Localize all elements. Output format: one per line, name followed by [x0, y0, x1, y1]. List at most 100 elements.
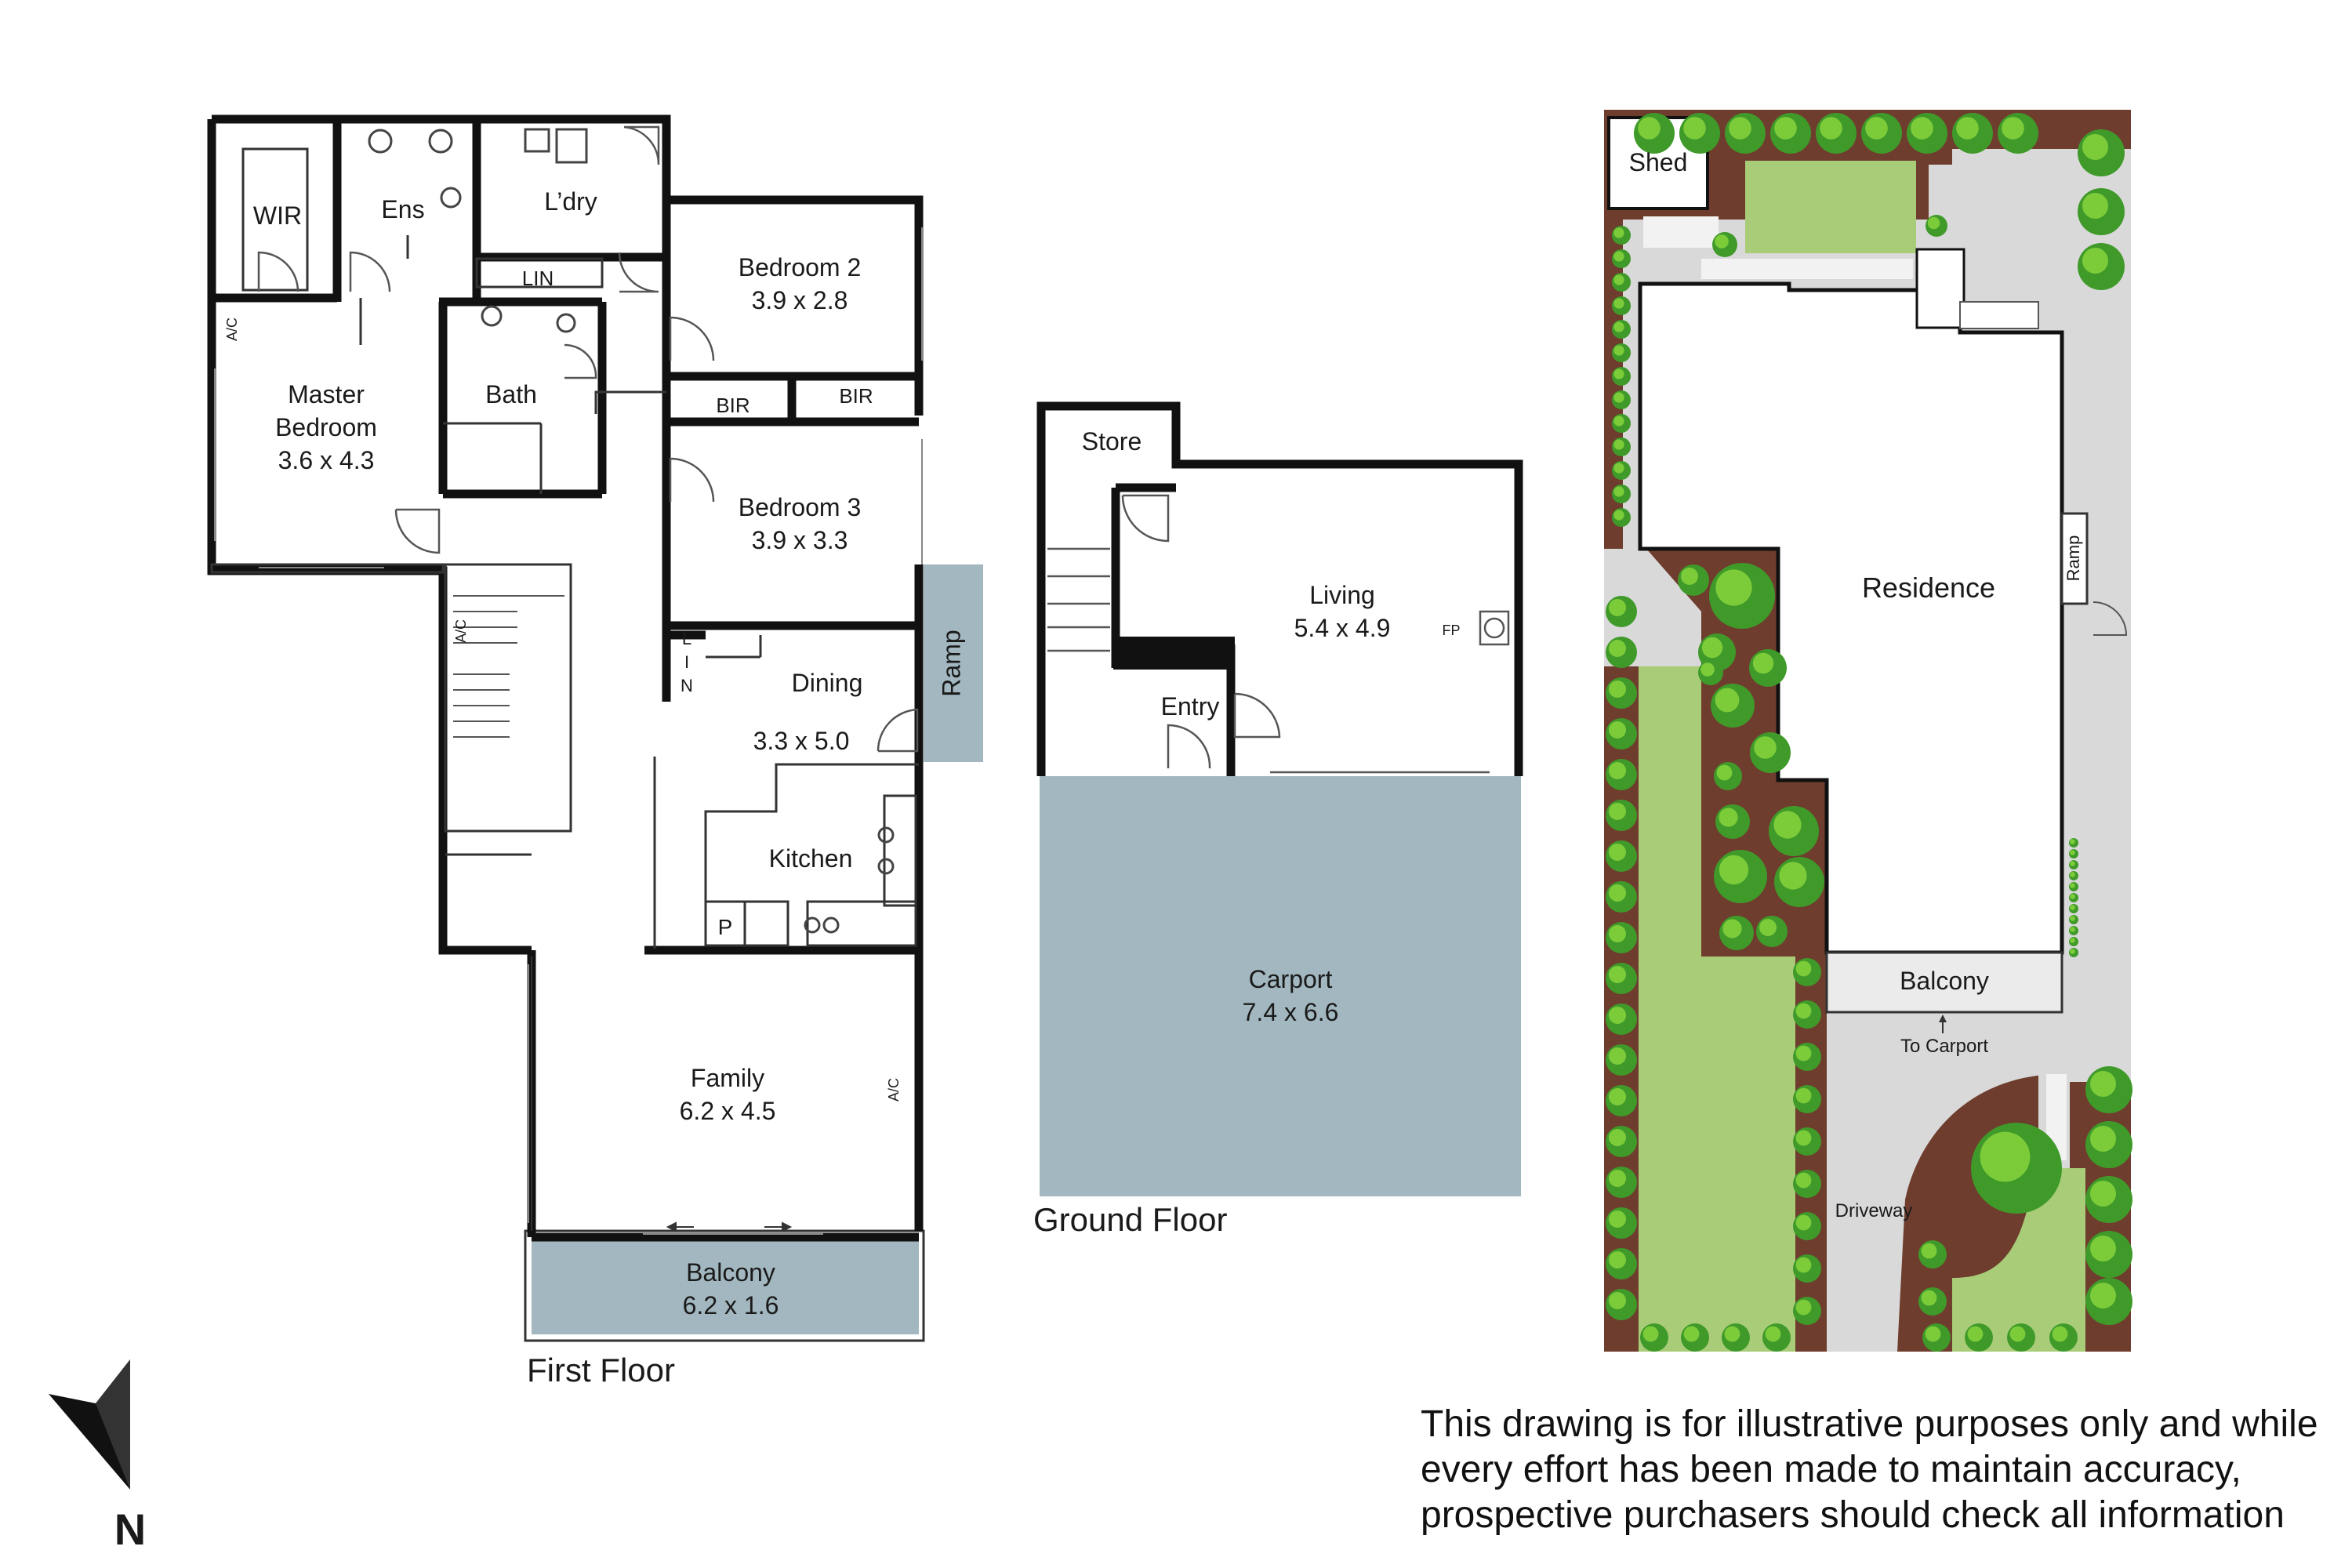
- north-arrow-icon: N: [49, 1359, 146, 1554]
- ramp-area: [924, 564, 983, 762]
- tree-icon: [1793, 958, 1821, 986]
- compass-label: N: [114, 1504, 146, 1554]
- first-floor-walls: [207, 114, 924, 1242]
- room-label-pantry: P: [718, 915, 733, 939]
- tree-icon: [2069, 849, 2078, 858]
- tree-icon: [1606, 596, 1637, 627]
- ac-label-family: A/C: [886, 1078, 902, 1102]
- tree-icon: [1698, 660, 1723, 685]
- tree-icon: [1770, 113, 1811, 154]
- linen-letter-1: L: [682, 629, 691, 648]
- tree-icon: [1606, 677, 1637, 709]
- tree-icon: [1612, 226, 1631, 245]
- tree-icon: [1769, 806, 1819, 856]
- tree-icon: [2085, 1231, 2132, 1278]
- tree-icon: [1793, 1297, 1821, 1325]
- tree-icon: [1612, 437, 1631, 456]
- tree-icon: [2049, 1323, 2078, 1352]
- tree-icon: [1606, 1207, 1637, 1239]
- room-label-carport: Carport: [1249, 965, 1333, 993]
- room-label-kitchen: Kitchen: [769, 844, 853, 873]
- tree-icon: [2069, 860, 2078, 869]
- tree-icon: [1926, 215, 1947, 237]
- tree-icon: [1762, 1323, 1791, 1352]
- tree-icon: [1793, 1043, 1821, 1071]
- room-label-ens: Ens: [381, 195, 424, 223]
- tree-icon: [1606, 759, 1637, 790]
- tree-icon: [1719, 916, 1754, 950]
- tree-icon: [1606, 1248, 1637, 1279]
- tree-icon: [1612, 390, 1631, 409]
- room-size-dining: 3.3 x 5.0: [753, 727, 850, 755]
- carport-area: [1040, 776, 1521, 1196]
- site-label-residence: Residence: [1862, 572, 1995, 604]
- tree-icon: [2069, 882, 2078, 891]
- tree-icon: [1606, 637, 1637, 668]
- tree-icon: [1722, 1323, 1750, 1352]
- linen-letter-2: I: [684, 652, 689, 672]
- tree-icon: [1679, 113, 1720, 154]
- tree-icon: [2069, 926, 2078, 935]
- tree-icon: [2085, 1278, 2132, 1325]
- room-label-laundry: L’dry: [544, 187, 597, 216]
- tree-icon: [1612, 461, 1631, 480]
- room-label-bath: Bath: [485, 380, 537, 408]
- tree-icon: [1606, 1126, 1637, 1157]
- tree-icon: [1606, 718, 1637, 750]
- first-floor-title: First Floor: [527, 1352, 675, 1388]
- tree-icon: [1793, 1085, 1821, 1113]
- tree-icon: [1678, 564, 1709, 596]
- tree-icon: [1793, 1254, 1821, 1283]
- tree-icon: [1612, 249, 1631, 268]
- room-label-bir-b: BIR: [839, 384, 873, 408]
- tree-icon: [1612, 367, 1631, 386]
- tree-icon: [1998, 113, 2038, 154]
- tree-icon: [1749, 649, 1787, 687]
- tree-icon: [1606, 963, 1637, 994]
- front-lawn: [1952, 1168, 2085, 1352]
- first-floor-plan: WIR Ens L’dry LIN Bedroom 2 3.9 x 2.8 BI…: [207, 114, 983, 1388]
- rear-lawn: [1745, 161, 1916, 253]
- room-label-balcony: Balcony: [686, 1258, 775, 1287]
- room-label-bir-a: BIR: [716, 394, 750, 417]
- ground-floor-title: Ground Floor: [1033, 1201, 1227, 1238]
- tree-icon: [2069, 838, 2078, 848]
- tree-icon: [1715, 804, 1750, 839]
- tree-icon: [1606, 1044, 1637, 1076]
- tree-icon: [1612, 320, 1631, 339]
- tree-icon: [1606, 1289, 1637, 1320]
- tree-hedges: [1606, 113, 2132, 1352]
- tree-icon: [1640, 1323, 1668, 1352]
- tree-icon: [1612, 273, 1631, 292]
- ac-label-master: A/C: [224, 318, 240, 341]
- tree-icon: [1681, 1323, 1709, 1352]
- tree-icon: [1606, 922, 1637, 953]
- side-lawn: [1639, 666, 1795, 1352]
- tree-icon: [1709, 563, 1775, 629]
- tree-icon: [1606, 881, 1637, 913]
- tree-icon: [1793, 1212, 1821, 1240]
- tree-icon: [1965, 1323, 1993, 1352]
- tree-icon: [2069, 871, 2078, 880]
- room-size-bedroom3: 3.9 x 3.3: [752, 526, 848, 554]
- disclaimer-text: This drawing is for illustrative purpose…: [1421, 1403, 2318, 1536]
- tree-icon: [1606, 1085, 1637, 1116]
- room-size-living: 5.4 x 4.9: [1294, 614, 1391, 642]
- room-label-entry: Entry: [1161, 692, 1220, 720]
- site-label-to-carport: To Carport: [1900, 1036, 1988, 1057]
- site-label-shed: Shed: [1629, 148, 1688, 176]
- room-size-carport: 7.4 x 6.6: [1243, 998, 1339, 1026]
- site-plan: Shed Residence Balcony To Carport Drivew…: [1604, 110, 2132, 1352]
- ground-floor-plan: Store Living 5.4 x 4.9 FP Entry Carport …: [1033, 401, 1523, 1238]
- room-size-master: 3.6 x 4.3: [278, 446, 375, 474]
- tree-icon: [2069, 893, 2078, 902]
- tree-icon: [1952, 113, 1993, 154]
- tree-icon: [1816, 113, 1857, 154]
- tree-icon: [2007, 1323, 2035, 1352]
- tree-icon: [1793, 1170, 1821, 1198]
- tree-icon: [1922, 1323, 1951, 1352]
- tree-icon: [1634, 113, 1675, 154]
- tree-icon: [1612, 296, 1631, 315]
- tree-icon: [1774, 857, 1824, 907]
